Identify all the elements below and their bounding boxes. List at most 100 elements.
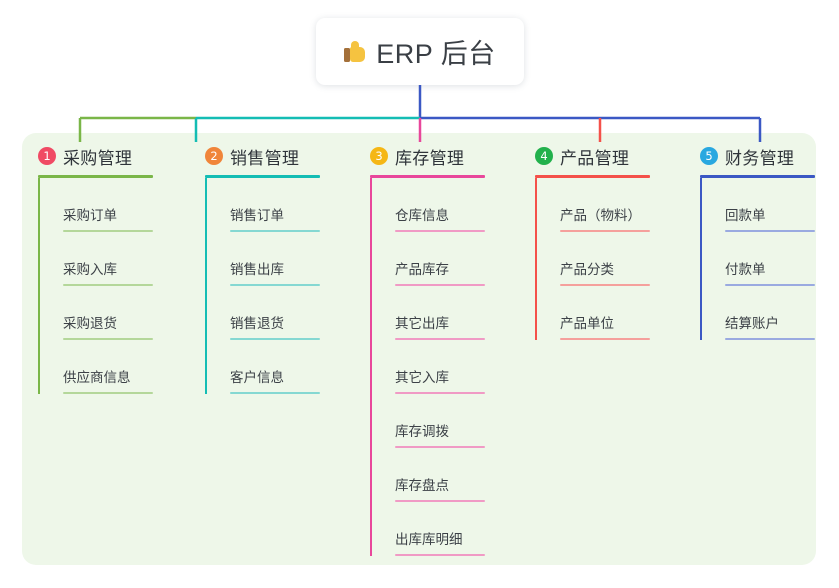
column-items: 仓库信息产品库存其它出库其它入库库存调拨库存盘点出库库明细 <box>370 178 485 556</box>
list-item[interactable]: 其它入库 <box>395 340 485 394</box>
column-spine <box>700 178 702 340</box>
column-title: 库存管理 <box>395 148 465 168</box>
list-item[interactable]: 产品（物料） <box>560 178 650 232</box>
column-title: 财务管理 <box>725 148 795 168</box>
root-node-content: ERP 后台 <box>344 32 496 71</box>
list-item-underline <box>230 284 320 286</box>
list-item-underline <box>63 392 153 394</box>
column-header[interactable]: 4 产品管理 <box>527 143 650 169</box>
list-item-label: 库存调拨 <box>395 424 449 439</box>
root-title: ERP 后台 <box>376 39 496 69</box>
list-item-label: 仓库信息 <box>395 208 449 223</box>
list-item-label: 结算账户 <box>725 316 779 331</box>
column-number-badge: 4 <box>535 147 553 165</box>
list-item-label: 其它入库 <box>395 370 449 385</box>
list-item-underline <box>395 392 485 394</box>
list-item-underline <box>395 284 485 286</box>
column-销售管理: 2 销售管理销售订单销售出库销售退货客户信息 <box>197 143 320 394</box>
list-item-underline <box>725 230 815 232</box>
column-underline <box>700 175 815 178</box>
column-产品管理: 4 产品管理产品（物料） 产品分类产品单位 <box>527 143 650 340</box>
list-item[interactable]: 产品分类 <box>560 232 650 286</box>
list-item[interactable]: 采购入库 <box>63 232 153 286</box>
column-underline <box>535 175 650 178</box>
column-title: 采购管理 <box>63 148 133 168</box>
list-item-label: 库存盘点 <box>395 478 449 493</box>
column-财务管理: 5 财务管理回款单付款单结算账户 <box>692 143 815 340</box>
list-item-underline <box>395 338 485 340</box>
list-item-label: 销售订单 <box>230 208 284 223</box>
column-number-badge: 1 <box>38 147 56 165</box>
list-item[interactable]: 产品单位 <box>560 286 650 340</box>
list-item[interactable]: 库存盘点 <box>395 448 485 502</box>
column-spine <box>535 178 537 340</box>
list-item[interactable]: 出库库明细 <box>395 502 485 556</box>
list-item-underline <box>725 284 815 286</box>
list-item-underline <box>560 338 650 340</box>
list-item-label: 付款单 <box>725 262 766 277</box>
column-items: 产品（物料） 产品分类产品单位 <box>535 178 650 340</box>
column-header[interactable]: 5 财务管理 <box>692 143 815 169</box>
column-采购管理: 1 采购管理采购订单采购入库采购退货供应商信息 <box>30 143 153 394</box>
column-header[interactable]: 2 销售管理 <box>197 143 320 169</box>
column-title: 产品管理 <box>560 148 630 168</box>
list-item-underline <box>63 338 153 340</box>
column-number-badge: 2 <box>205 147 223 165</box>
list-item[interactable]: 其它出库 <box>395 286 485 340</box>
column-underline <box>38 175 153 178</box>
list-item[interactable]: 供应商信息 <box>63 340 153 394</box>
list-item-underline <box>725 338 815 340</box>
column-header[interactable]: 1 采购管理 <box>30 143 153 169</box>
list-item[interactable]: 结算账户 <box>725 286 815 340</box>
list-item-label: 产品库存 <box>395 262 449 277</box>
list-item-underline <box>395 230 485 232</box>
root-node-card[interactable]: ERP 后台 <box>316 18 524 85</box>
list-item[interactable]: 回款单 <box>725 178 815 232</box>
list-item-label: 采购退货 <box>63 316 117 331</box>
column-number-badge: 5 <box>700 147 718 165</box>
list-item-underline <box>230 392 320 394</box>
column-title: 销售管理 <box>230 148 300 168</box>
column-spine <box>205 178 207 394</box>
list-item-label: 产品分类 <box>560 262 614 277</box>
list-item[interactable]: 库存调拨 <box>395 394 485 448</box>
list-item-label: 出库库明细 <box>395 532 463 547</box>
list-item[interactable]: 销售订单 <box>230 178 320 232</box>
list-item-label: 回款单 <box>725 208 766 223</box>
list-item[interactable]: 销售退货 <box>230 286 320 340</box>
thumbs-up-icon <box>344 41 366 62</box>
list-item[interactable]: 销售出库 <box>230 232 320 286</box>
list-item-label: 产品单位 <box>560 316 614 331</box>
list-item-label: 销售退货 <box>230 316 284 331</box>
list-item-underline <box>63 230 153 232</box>
column-items: 回款单付款单结算账户 <box>700 178 815 340</box>
list-item-label: 销售出库 <box>230 262 284 277</box>
list-item-label: 客户信息 <box>230 370 284 385</box>
content-panel <box>22 133 816 565</box>
list-item[interactable]: 客户信息 <box>230 340 320 394</box>
list-item-underline <box>560 284 650 286</box>
list-item-underline <box>230 338 320 340</box>
list-item-underline <box>395 554 485 556</box>
list-item[interactable]: 仓库信息 <box>395 178 485 232</box>
list-item-underline <box>230 230 320 232</box>
list-item-label: 其它出库 <box>395 316 449 331</box>
list-item[interactable]: 采购退货 <box>63 286 153 340</box>
list-item[interactable]: 付款单 <box>725 232 815 286</box>
column-items: 销售订单销售出库销售退货客户信息 <box>205 178 320 394</box>
list-item[interactable]: 采购订单 <box>63 178 153 232</box>
list-item-underline <box>560 230 650 232</box>
list-item-label: 供应商信息 <box>63 370 131 385</box>
list-item-label: 产品（物料） <box>560 208 641 223</box>
list-item-underline <box>395 500 485 502</box>
column-spine <box>370 178 372 556</box>
column-items: 采购订单采购入库采购退货供应商信息 <box>38 178 153 394</box>
column-underline <box>370 175 485 178</box>
list-item-underline <box>395 446 485 448</box>
column-spine <box>38 178 40 394</box>
list-item[interactable]: 产品库存 <box>395 232 485 286</box>
list-item-underline <box>63 284 153 286</box>
